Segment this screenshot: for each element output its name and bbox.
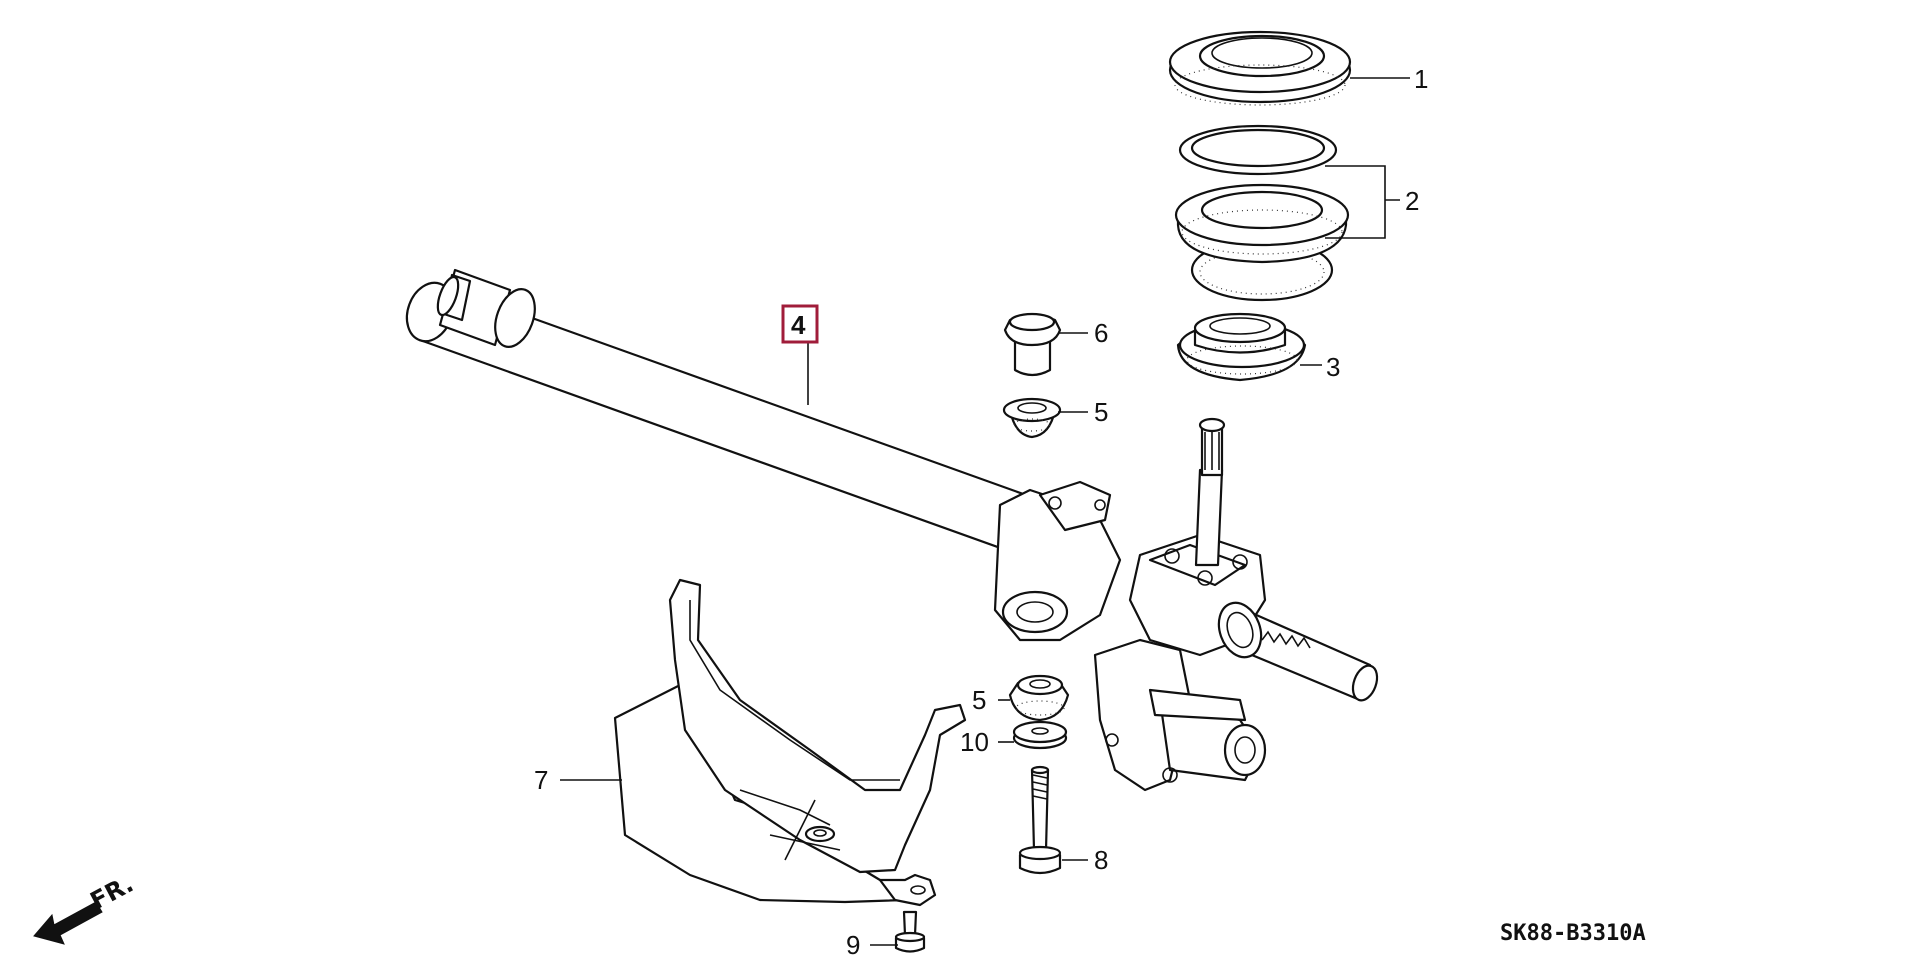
bolt-part-8[interactable]	[1018, 765, 1062, 875]
diagram-code: SK88-B3310A	[1500, 921, 1646, 946]
callout-4-highlighted[interactable]: 4	[781, 304, 819, 344]
mount-cushion-part-5-lower[interactable]	[1008, 674, 1070, 722]
bushing-part-6[interactable]	[1003, 312, 1062, 377]
bolt-part-9[interactable]	[894, 910, 926, 953]
callout-10[interactable]: 10	[960, 727, 989, 757]
bushing-set-part-2[interactable]	[1174, 124, 1350, 302]
callout-2[interactable]: 2	[1405, 186, 1419, 216]
bracket-part-7[interactable]	[613, 578, 967, 907]
front-direction-arrow-icon: FR.	[33, 870, 138, 945]
callout-1[interactable]: 1	[1414, 64, 1428, 94]
mount-cushion-part-5-upper[interactable]	[1002, 397, 1062, 439]
dust-seal-part-3[interactable]	[1176, 312, 1307, 382]
washer-part-10[interactable]	[1012, 720, 1068, 750]
oil-seal-part-1[interactable]	[1168, 30, 1352, 106]
callout-5-upper[interactable]: 5	[1094, 397, 1108, 427]
steering-rack-part-4[interactable]	[399, 268, 1381, 792]
callout-5-lower[interactable]: 5	[972, 685, 986, 715]
callout-9[interactable]: 9	[846, 930, 860, 959]
leader-lines	[560, 77, 1410, 946]
callout-6[interactable]: 6	[1094, 318, 1108, 348]
callout-3[interactable]: 3	[1326, 352, 1340, 382]
callout-8[interactable]: 8	[1094, 845, 1108, 875]
callout-7[interactable]: 7	[534, 765, 548, 795]
callout-4[interactable]: 4	[791, 310, 806, 340]
